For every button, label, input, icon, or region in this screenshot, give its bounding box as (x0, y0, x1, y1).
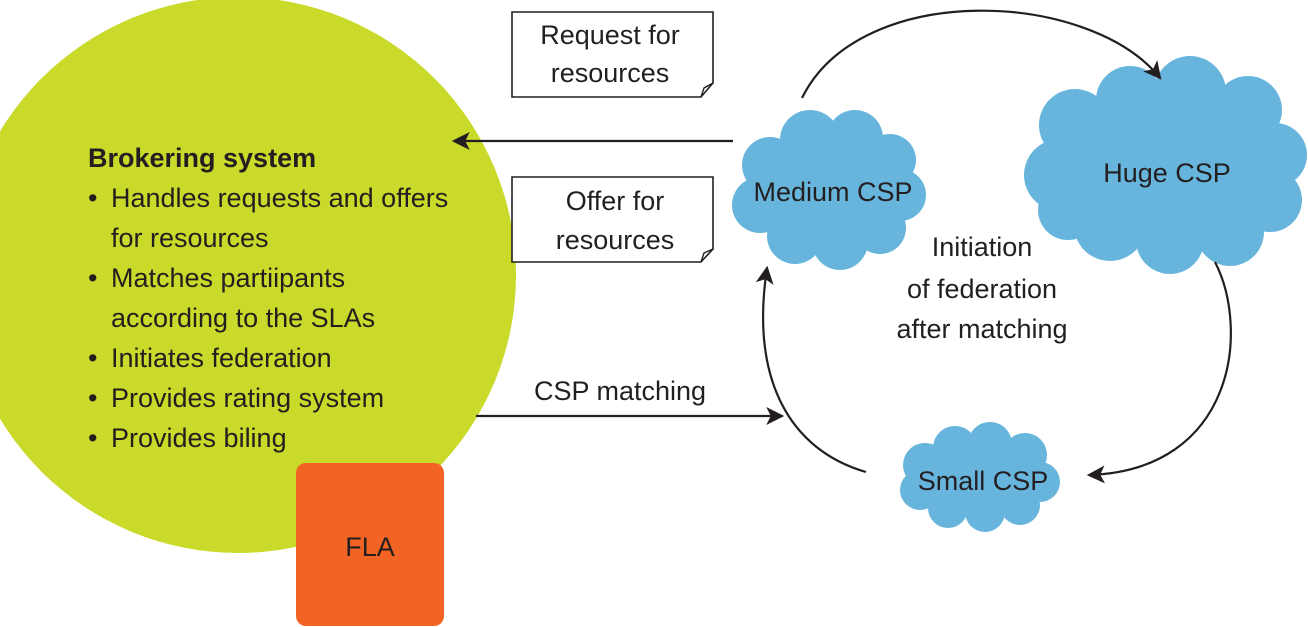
arc-small-to-medium (755, 265, 867, 474)
offer-note-line: resources (556, 225, 675, 255)
medium-csp-label: Medium CSP (753, 177, 912, 207)
broker-item-line: for resources (111, 223, 269, 253)
broker-item: • Provides biling (88, 423, 287, 453)
bullet: • (88, 383, 97, 413)
broker-item: • Provides rating system (88, 383, 384, 413)
federation-label-line: of federation (907, 274, 1057, 304)
arc-huge-to-small (1086, 261, 1232, 484)
broker-item-line: Initiates federation (111, 343, 332, 373)
broker-item-line: Matches partiipants (111, 263, 345, 293)
csp-matching-label: CSP matching (534, 376, 706, 406)
broker-item-line: Provides biling (111, 423, 287, 453)
medium-csp-cloud: Medium CSP (732, 110, 926, 270)
federation-label-line: after matching (896, 314, 1067, 344)
request-note: Request for resources (511, 11, 714, 98)
bullet: • (88, 263, 97, 293)
small-csp-label: Small CSP (918, 466, 1049, 496)
bullet: • (88, 423, 97, 453)
federation-label: Initiation of federation after matching (896, 232, 1067, 344)
broker-item-list: • Handles requests and offers for resour… (88, 183, 448, 453)
huge-csp-label: Huge CSP (1103, 158, 1231, 188)
broker-item-line: Handles requests and offers (111, 183, 448, 213)
small-csp-cloud: Small CSP (900, 422, 1060, 532)
fla-box: FLA (296, 463, 444, 626)
federation-label-line: Initiation (932, 232, 1033, 262)
broker-item-line: according to the SLAs (111, 303, 375, 333)
request-note-line: Request for (540, 20, 680, 50)
request-note-line: resources (551, 58, 670, 88)
fla-label: FLA (345, 532, 395, 562)
bullet: • (88, 183, 97, 213)
broker-item: • Matches partiipants according to the S… (88, 263, 375, 333)
bullet: • (88, 343, 97, 373)
broker-item: • Initiates federation (88, 343, 332, 373)
arc-medium-to-huge (801, 9, 1162, 99)
offer-note-line: Offer for (566, 186, 665, 216)
broker-item: • Handles requests and offers for resour… (88, 183, 448, 253)
broker-title: Brokering system (88, 143, 316, 173)
huge-csp-cloud: Huge CSP (1024, 56, 1307, 274)
broker-item-line: Provides rating system (111, 383, 384, 413)
offer-note: Offer for resources (511, 176, 714, 263)
brokering-system-circle (0, 0, 516, 553)
